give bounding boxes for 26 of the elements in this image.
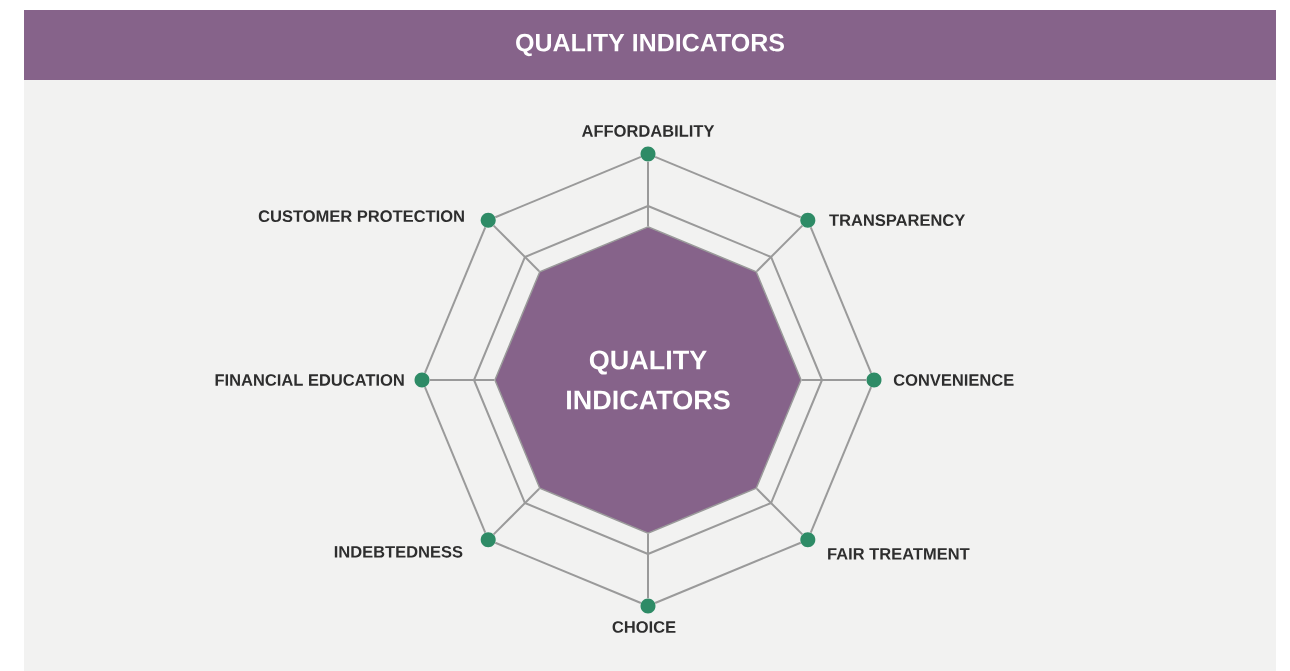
spoke-line [755,487,804,536]
web-line [423,226,487,374]
web-line [494,541,642,605]
web-line [809,226,873,374]
spoke-line [800,379,868,381]
indicator-label: INDEBTEDNESS [334,545,463,558]
indicator-label: CHOICE [612,621,676,633]
web-line [654,155,802,219]
title-bar: QUALITY INDICATORS [24,10,1276,80]
web-line [654,541,802,605]
spoke-line [428,379,496,381]
indicator-label: AFFORDABILITY [581,125,715,137]
indicator-label: CUSTOMER PROTECTION [258,210,464,222]
indicator-label: TRANSPARENCY [829,214,966,226]
indicator-label: CONVENIENCE [893,374,1014,386]
indicator-label: FINANCIAL EDUCATION [215,374,404,386]
indicator-label: FAIR TREATMENT [828,548,970,560]
spoke-line [492,487,541,536]
spoke-line [647,160,649,228]
web-line [809,386,873,534]
web-line [494,155,642,219]
spoke-line [647,532,649,600]
spoke-line [755,224,804,273]
center-octagon: QUALITY INDICATORS [494,226,802,534]
web-line [423,386,487,534]
spoke-line [492,224,541,273]
